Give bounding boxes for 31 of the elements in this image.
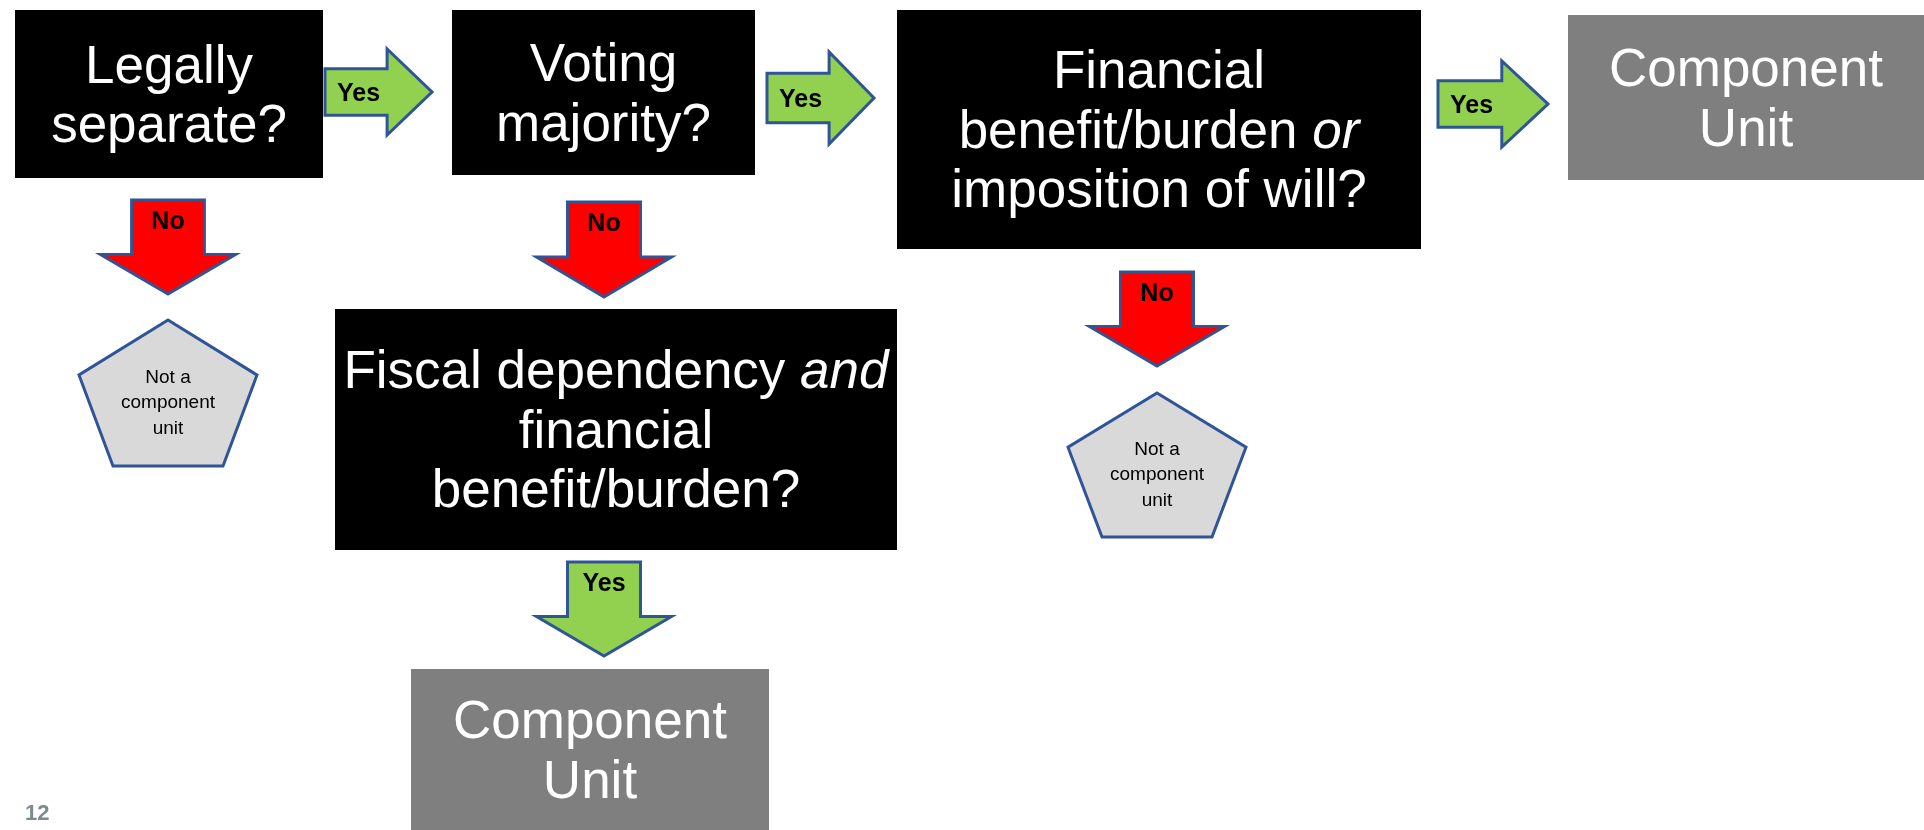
page-number: 12 — [25, 800, 50, 826]
block-arrow — [323, 45, 435, 139]
edge-label: No — [1139, 280, 1175, 305]
block-arrow — [1083, 270, 1231, 368]
edge-label: Yes — [1450, 92, 1494, 117]
terminal-pentagon — [76, 317, 260, 469]
block-arrow — [94, 198, 242, 296]
outcome-text: Not a component unit — [1109, 436, 1205, 512]
decision-box — [452, 10, 755, 175]
decision-box — [897, 10, 1421, 249]
result-box — [411, 669, 769, 830]
block-arrow — [1436, 57, 1551, 151]
question-text: Legally separate? — [50, 34, 288, 154]
edge-label: No — [586, 210, 622, 235]
decision-box — [335, 309, 897, 550]
decision-box — [15, 10, 323, 178]
edge-label: Yes — [779, 86, 823, 111]
terminal-pentagon — [1065, 390, 1249, 540]
block-arrow — [765, 48, 877, 148]
result-text: Component Unit — [1608, 38, 1884, 157]
block-arrow — [530, 560, 678, 658]
question-text: Financial benefit/burden or imposition of will? — [950, 40, 1368, 219]
result-text: Component Unit — [452, 690, 728, 809]
result-box — [1568, 15, 1924, 180]
outcome-text: Not a component unit — [120, 364, 216, 440]
edge-label: Yes — [581, 570, 627, 595]
block-arrow — [531, 200, 677, 299]
edge-label: No — [150, 208, 186, 233]
question-text: Voting majority? — [495, 33, 712, 152]
edge-label: Yes — [337, 80, 381, 105]
question-text: Fiscal dependency and financial benefit/burden? — [342, 340, 891, 519]
